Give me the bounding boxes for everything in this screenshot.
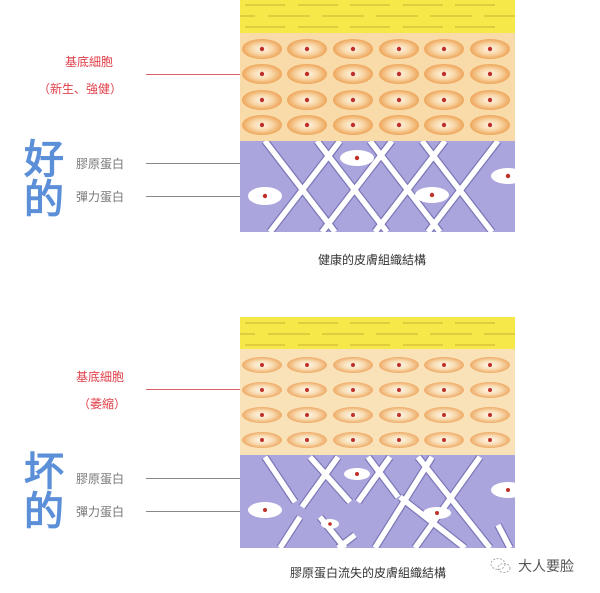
- elastin-label: 彈力蛋白: [76, 505, 125, 519]
- watermark-text: 大人要脸: [518, 559, 574, 575]
- healthy-caption: 健康的皮膚組織結構: [318, 253, 427, 267]
- wechat-bubble-icon: [490, 558, 511, 573]
- collagen-label: 膠原蛋白: [76, 157, 125, 171]
- collagen-label: 膠原蛋白: [76, 472, 125, 486]
- verdict-bad-char2: 的: [24, 489, 64, 535]
- healthy-skin-illustration: [240, 0, 515, 232]
- verdict-good-char2: 的: [24, 177, 64, 223]
- verdict-good-char1: 好: [24, 137, 64, 183]
- basal-state-label: （萎縮）: [78, 397, 127, 411]
- collagen-leader-line: [146, 163, 286, 164]
- skin-cross-section-icon: [240, 0, 515, 232]
- basal-state-label: （新生、強健）: [38, 82, 123, 96]
- basal-cells-label: 基底細胞: [76, 370, 125, 384]
- elastin-leader-line: [146, 511, 256, 512]
- elastin-label: 彈力蛋白: [76, 190, 125, 204]
- skin-cross-section-icon: [240, 317, 515, 548]
- verdict-bad-char1: 坏: [24, 449, 64, 495]
- damaged-skin-illustration: [240, 317, 515, 548]
- basal-cells-label: 基底細胞: [65, 55, 114, 69]
- basal-leader-line: [146, 74, 258, 75]
- damaged-caption: 膠原蛋白流失的皮膚組織結構: [290, 566, 447, 580]
- collagen-leader-line: [146, 478, 276, 479]
- watermark: 大人要脸: [490, 556, 574, 576]
- elastin-leader-line: [146, 196, 256, 197]
- basal-leader-line: [146, 389, 258, 390]
